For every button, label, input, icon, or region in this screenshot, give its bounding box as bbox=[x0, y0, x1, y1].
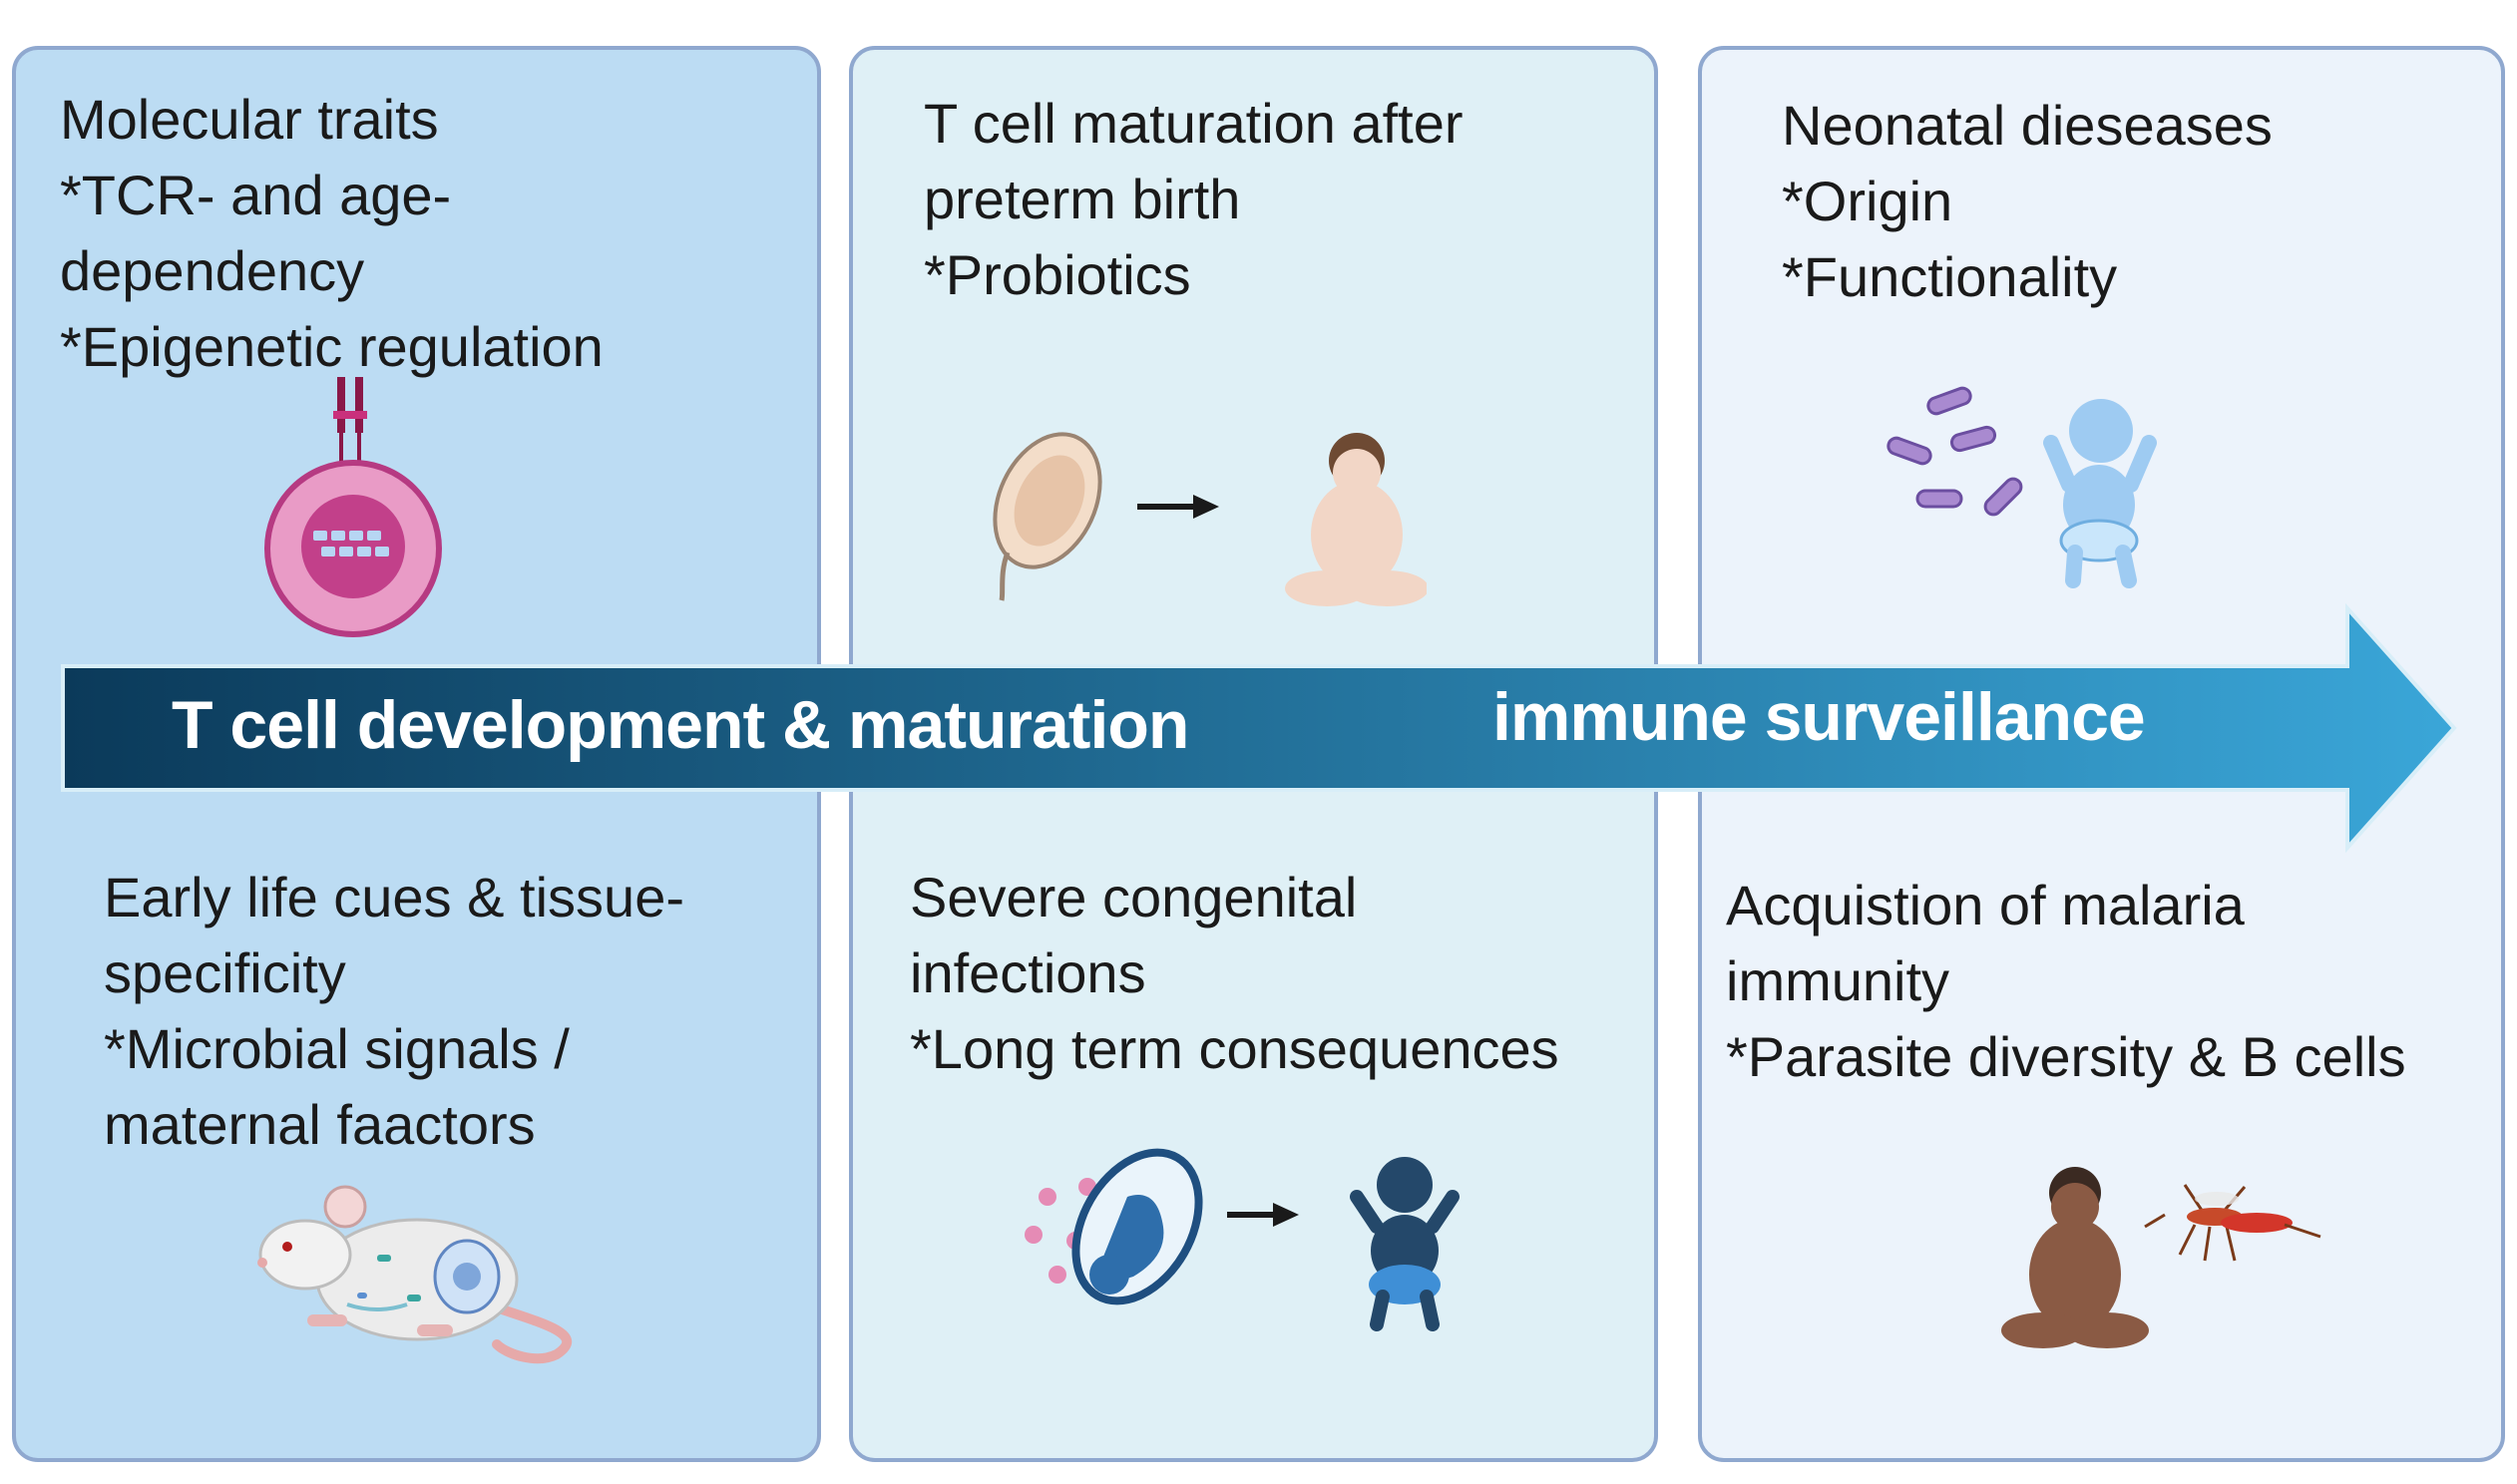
middle-bottom-text: Severe congenital infections *Long term … bbox=[910, 860, 1559, 1087]
text-line: preterm birth bbox=[924, 168, 1241, 230]
text-line: Acquistion of malaria bbox=[1726, 874, 2245, 936]
text-line: *Long term consequences bbox=[910, 1017, 1559, 1080]
t-cell-receptor-icon bbox=[264, 377, 442, 637]
bacteria-and-sick-infant-icon bbox=[1887, 386, 2157, 588]
left-top-text: Molecular traits *TCR- and age- dependen… bbox=[60, 82, 604, 385]
middle-top-text: T cell maturation after preterm birth *P… bbox=[924, 86, 1464, 313]
text-line: *Probiotics bbox=[924, 243, 1191, 306]
text-line: Neonatal dieseases bbox=[1782, 94, 2273, 157]
text-line: dependency bbox=[60, 239, 365, 302]
text-line: *Microbial signals / bbox=[104, 1017, 570, 1080]
banner-left-label: T cell development & maturation bbox=[172, 687, 1189, 763]
text-line: *TCR- and age- bbox=[60, 164, 452, 226]
text-line: infections bbox=[910, 941, 1146, 1004]
text-line: specificity bbox=[104, 941, 346, 1004]
text-line: *Origin bbox=[1782, 170, 1953, 232]
fetus-to-infant-icon bbox=[993, 432, 1427, 606]
arrow-shape bbox=[61, 602, 2457, 854]
infant-and-mosquito-icon bbox=[2001, 1167, 2321, 1348]
left-bottom-text: Early life cues & tissue- specificity *M… bbox=[104, 860, 684, 1163]
text-line: *Epigenetic regulation bbox=[60, 315, 604, 378]
text-line: *Functionality bbox=[1782, 245, 2118, 308]
mouse-icon bbox=[257, 1185, 573, 1364]
text-line: maternal faactors bbox=[104, 1093, 536, 1156]
text-line: Molecular traits bbox=[60, 88, 439, 151]
text-line: Early life cues & tissue- bbox=[104, 866, 684, 928]
right-top-text: Neonatal dieseases *Origin *Functionalit… bbox=[1782, 88, 2273, 315]
text-line: *Parasite diversity & B cells bbox=[1726, 1025, 2406, 1088]
text-line: immunity bbox=[1726, 949, 1950, 1012]
right-bottom-text: Acquistion of malaria immunity *Parasite… bbox=[1726, 868, 2406, 1095]
banner-right-label: immune surveillance bbox=[1492, 679, 2146, 755]
infected-fetus-to-sick-infant-icon bbox=[1025, 1148, 1460, 1331]
text-line: Severe congenital bbox=[910, 866, 1358, 928]
text-line: T cell maturation after bbox=[924, 92, 1464, 155]
